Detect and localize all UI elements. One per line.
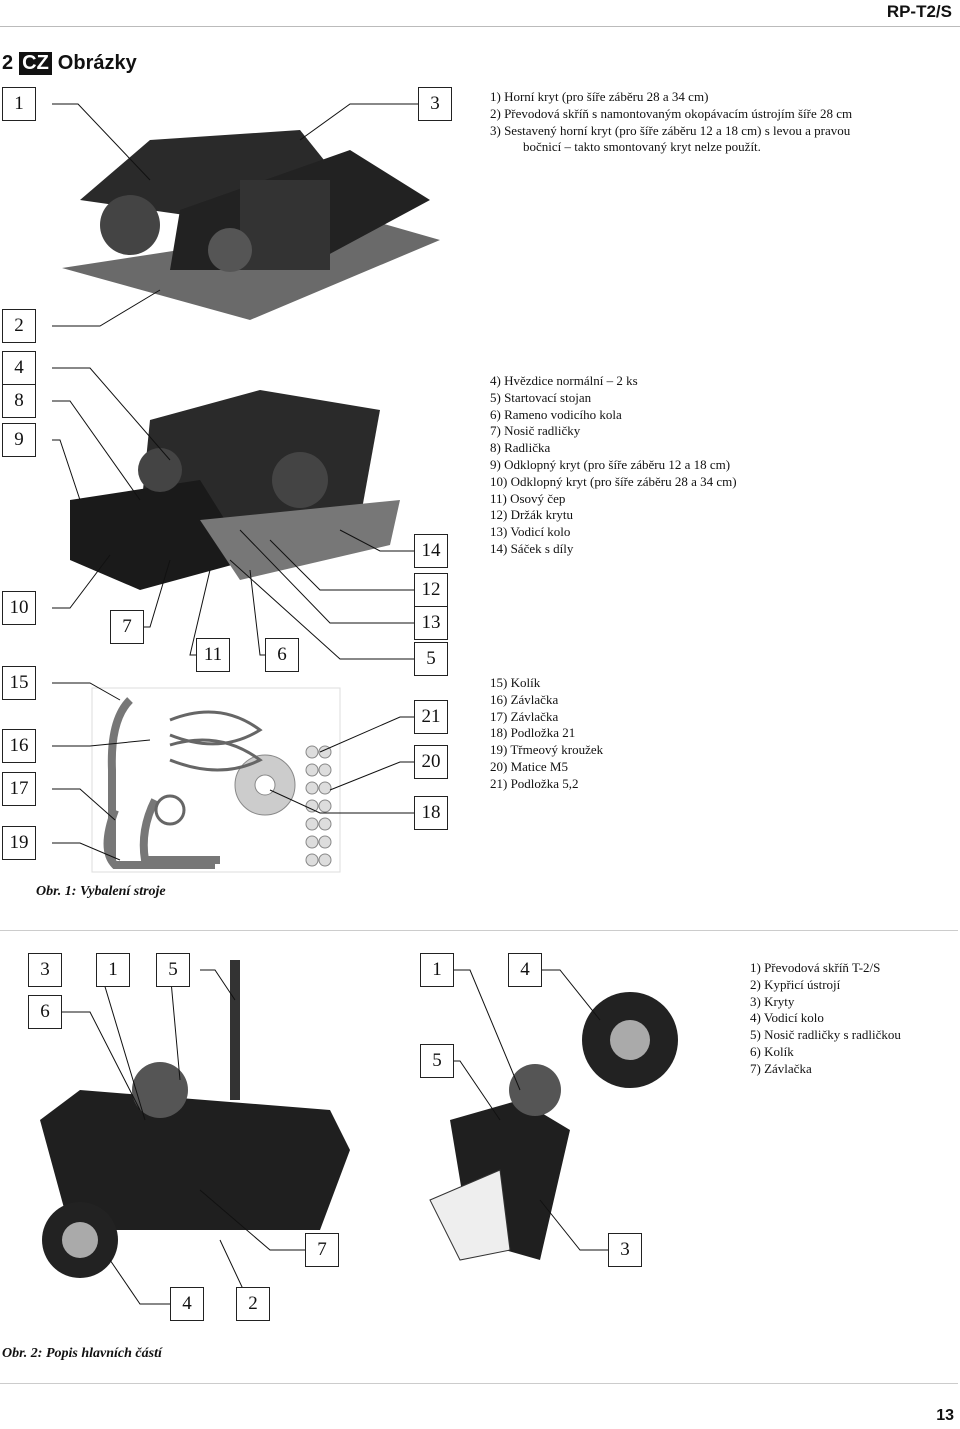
callout-label: 4	[170, 1287, 204, 1321]
callout-label: 13	[414, 606, 448, 640]
section-title: Obrázky	[57, 52, 137, 74]
assembled-tiller-illustration	[40, 960, 350, 1278]
callout-label: 11	[196, 638, 230, 672]
legend-item: 5) Startovací stojan	[490, 389, 592, 405]
legend-list-upper: 1) Horní kryt (pro šíře záběru 28 a 34 c…	[490, 89, 852, 156]
document-code: RP-T2/S	[886, 2, 952, 21]
legend-item: 19) Třmeový kroužek	[490, 742, 604, 758]
callout-label: 2	[2, 309, 36, 343]
callout-label: 3	[418, 87, 452, 121]
callout-label: 16	[2, 729, 36, 763]
upper-cover-illustration	[62, 130, 440, 320]
callout-label: 15	[2, 666, 36, 700]
figure-divider	[0, 930, 958, 931]
callout-label: 12	[414, 573, 448, 607]
legend-item: 8) Radlička	[490, 440, 551, 456]
header-divider	[0, 26, 960, 27]
callout-label: 4	[2, 351, 36, 385]
legend-list-middle: 4) Hvězdice normální – 2 ks 5) Startovac…	[490, 373, 737, 558]
legend-item: 17) Závlačka	[490, 708, 559, 724]
legend-item: 20) Matice M5	[490, 758, 568, 774]
legend-list-parts: 1) Převodová skříň T-2/S 2) Kypřicí ústr…	[750, 960, 901, 1078]
wheel-assembly-illustration	[429, 992, 678, 1261]
legend-item: 10) Odklopný kryt (pro šíře záběru 28 a …	[490, 473, 737, 489]
language-badge: CZ	[19, 52, 52, 75]
section-heading: 2 CZ Obrázky	[2, 52, 137, 75]
callout-label: 7	[305, 1233, 339, 1267]
callout-label: 1	[420, 953, 454, 987]
legend-item: 18) Podložka 21	[490, 725, 576, 741]
callout-label: 14	[414, 534, 448, 568]
callout-label: 4	[508, 953, 542, 987]
hardware-bag-illustration	[91, 687, 341, 873]
legend-list-lower: 15) Kolík 16) Závlačka 17) Závlačka 18) …	[490, 675, 603, 793]
callout-label: 21	[414, 700, 448, 734]
legend-item: 6) Rameno vodicího kola	[490, 406, 622, 422]
legend-item: 3) Sestavený horní kryt (pro šíře záběru…	[490, 122, 851, 138]
legend-item: 1) Horní kryt (pro šíře záběru 28 a 34 c…	[490, 89, 709, 104]
legend-item: 1) Převodová skříň T-2/S	[750, 960, 881, 975]
callout-label: 19	[2, 826, 36, 860]
legend-item: 2) Kypřicí ústrojí	[750, 976, 841, 992]
legend-item: 9) Odklopný kryt (pro šíře záběru 12 a 1…	[490, 456, 731, 472]
callout-label: 2	[236, 1287, 270, 1321]
legend-item: 4) Hvězdice normální – 2 ks	[490, 373, 638, 388]
callout-label: 18	[414, 796, 448, 830]
callout-label: 5	[420, 1044, 454, 1078]
legend-item: 5) Nosič radličky s radličkou	[750, 1027, 901, 1043]
legend-item: 13) Vodicí kolo	[490, 524, 571, 540]
callout-label: 20	[414, 745, 448, 779]
callout-label: 1	[96, 953, 130, 987]
legend-item: 4) Vodicí kolo	[750, 1010, 824, 1026]
callout-label: 5	[156, 953, 190, 987]
callout-label: 8	[2, 384, 36, 418]
callout-label: 3	[608, 1233, 642, 1267]
legend-item: 7) Závlačka	[750, 1060, 812, 1076]
callout-label: 1	[2, 87, 36, 121]
callout-label: 6	[265, 638, 299, 672]
callout-label: 9	[2, 423, 36, 457]
legend-item: 7) Nosič radličky	[490, 423, 581, 439]
callout-label: 6	[28, 995, 62, 1029]
callout-label: 5	[414, 642, 448, 676]
legend-item: 2) Převodová skříň s namontovaným okopáv…	[490, 105, 853, 121]
legend-item: 11) Osový čep	[490, 490, 566, 506]
callout-label: 17	[2, 772, 36, 806]
figure-caption: Obr. 1: Vybalení stroje	[36, 884, 166, 899]
legend-item: 14) Sáček s díly	[490, 540, 574, 556]
legend-item: 3) Kryty	[750, 993, 795, 1009]
legend-item: 6) Kolík	[750, 1043, 794, 1059]
page-number: 13	[936, 1407, 954, 1424]
callout-label: 10	[2, 591, 36, 625]
legend-item: 15) Kolík	[490, 675, 541, 690]
legend-item: bočnicí – takto smontovaný kryt nelze po…	[523, 139, 761, 155]
callout-label: 7	[110, 610, 144, 644]
section-number: 2	[2, 52, 14, 74]
legend-item: 21) Podložka 5,2	[490, 775, 579, 791]
figure-caption: Obr. 2: Popis hlavních částí	[2, 1346, 162, 1361]
callout-label: 3	[28, 953, 62, 987]
gearbox-illustration	[70, 390, 400, 590]
footer-divider	[0, 1383, 958, 1384]
legend-item: 12) Držák krytu	[490, 507, 574, 523]
legend-item: 16) Závlačka	[490, 691, 559, 707]
